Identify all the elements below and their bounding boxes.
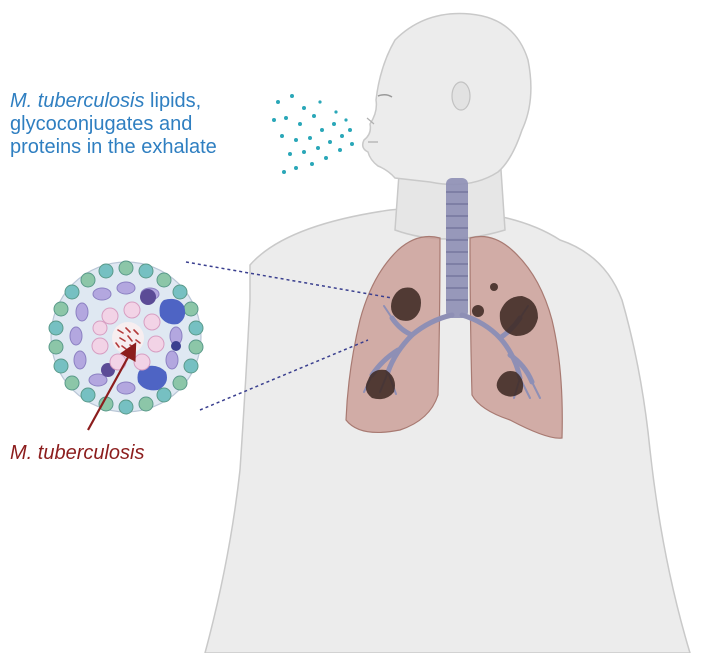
necrotic-core bbox=[112, 322, 144, 354]
eye bbox=[377, 93, 393, 98]
nose-mouth bbox=[366, 117, 378, 143]
lesion bbox=[472, 305, 484, 317]
tb-lesions bbox=[365, 283, 538, 400]
pathogen-label: M. tuberculosis bbox=[10, 442, 145, 464]
connector-lines bbox=[185, 261, 393, 411]
head bbox=[361, 12, 532, 186]
lesion bbox=[391, 287, 421, 321]
ear bbox=[451, 81, 471, 111]
lesion bbox=[496, 371, 524, 397]
lymphocyte-ring bbox=[48, 260, 204, 415]
dendritic-cells bbox=[101, 289, 186, 391]
lesion bbox=[490, 283, 498, 291]
lesion bbox=[365, 369, 395, 400]
lesion bbox=[499, 296, 538, 336]
human-figure bbox=[204, 12, 691, 653]
arrow-icon bbox=[87, 342, 137, 431]
granuloma-icon bbox=[48, 260, 204, 415]
aerosol-dots-icon bbox=[272, 94, 354, 174]
exhalate-label: M. tuberculosis lipids, glycoconjugates … bbox=[10, 90, 217, 159]
lungs-icon bbox=[345, 178, 563, 439]
trachea bbox=[446, 178, 468, 318]
